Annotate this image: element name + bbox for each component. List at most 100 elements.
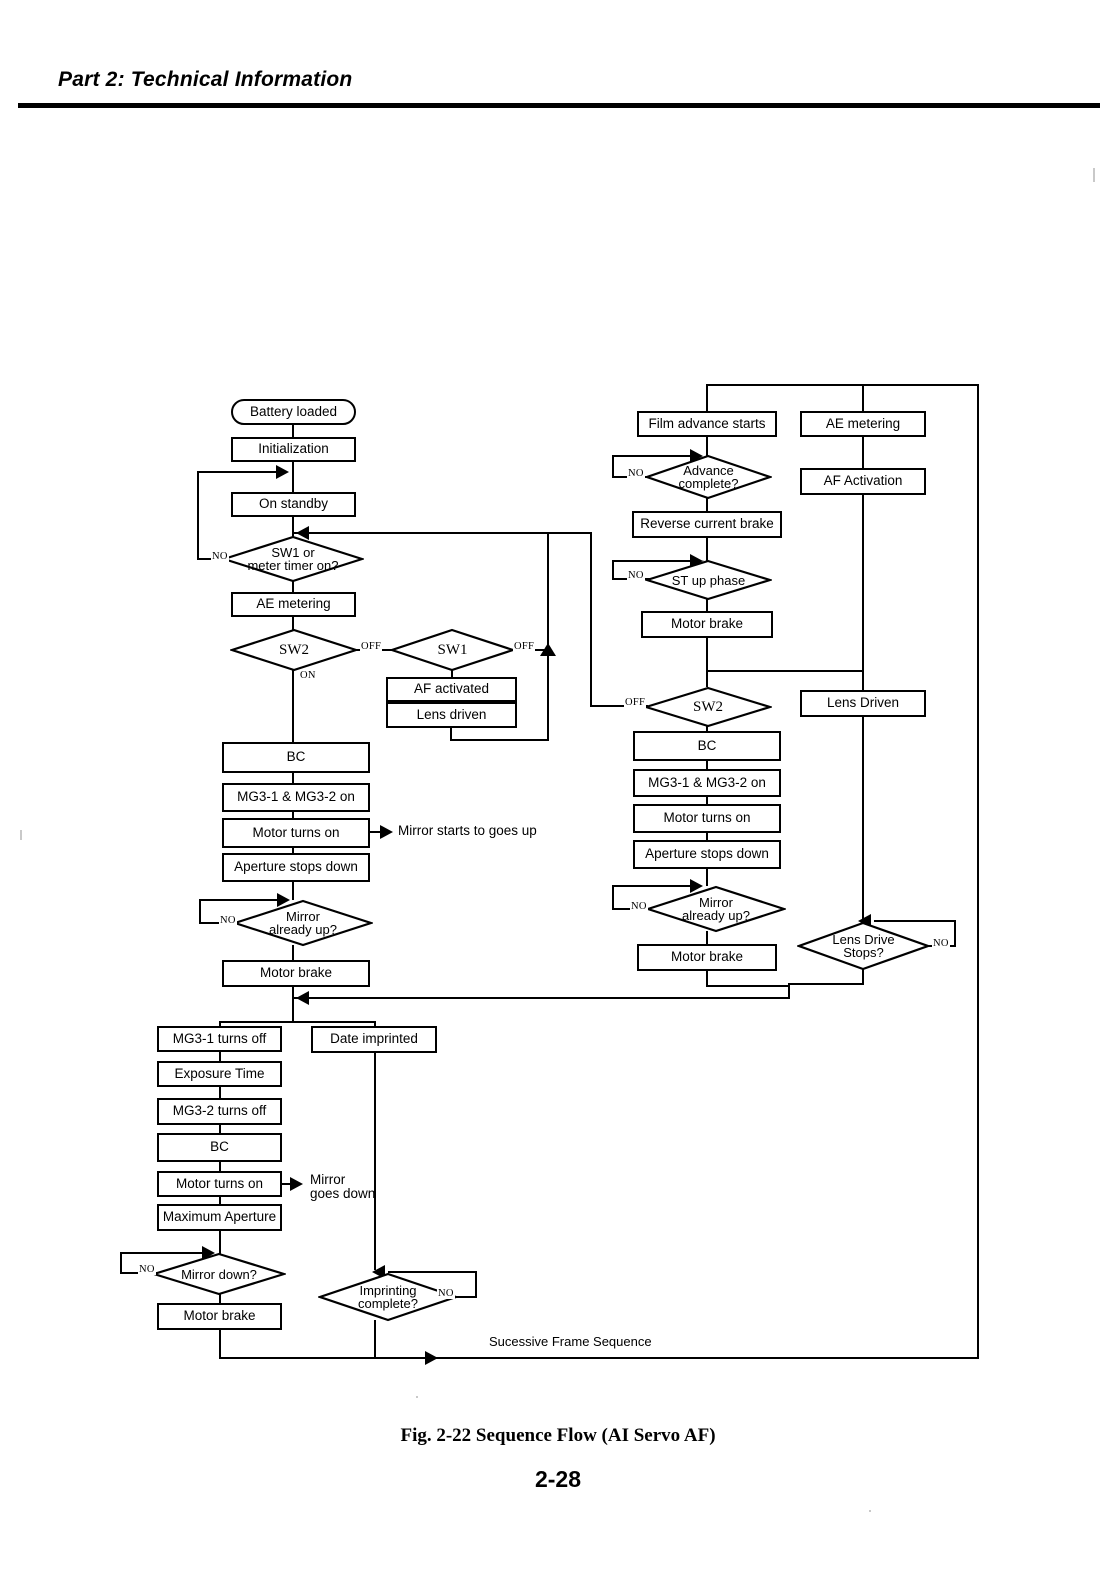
edge-sw1timer-to-ae	[292, 581, 294, 593]
node-label: Motor turns on	[663, 810, 751, 826]
edge-label-sw2-on: ON	[299, 670, 317, 681]
edge-imprinting-to-bottom-bus	[374, 1320, 376, 1358]
arrow-into-mirror-left	[277, 893, 290, 907]
edge-label-sw1-off: OFF	[513, 641, 536, 652]
edge-label-sw2-off: OFF	[360, 641, 383, 652]
node-af-activated: AF activated	[386, 677, 517, 702]
node-label: Exposure Time	[174, 1065, 265, 1081]
edge-brake-bottom-down	[219, 1330, 221, 1358]
node-label: MG3-2 turns off	[172, 1103, 267, 1119]
edge-mg32-to-bc-bottom	[219, 1125, 221, 1134]
edge-label-no-mirror-right: NO	[630, 901, 648, 912]
node-label: MG3-1 turns off	[172, 1030, 267, 1046]
node-bc-bottom: BC	[157, 1133, 282, 1162]
annotation-successive-frame-sequence: Sucessive Frame Sequence	[485, 1334, 656, 1349]
annotation-mirror-starts-up: Mirror starts to goes up	[398, 823, 537, 838]
decision-st-up-phase: ST up phase	[645, 559, 772, 601]
edge-mirror-to-brake-right	[706, 931, 708, 945]
edge-brake-right-join-return	[788, 985, 790, 999]
node-label: AF activated	[413, 681, 490, 697]
edge-sw2-right-off-up	[590, 532, 592, 707]
loop-lensdrive-top	[874, 920, 956, 922]
scan-speckle	[869, 1510, 871, 1512]
edge-lensdriven-right	[450, 739, 549, 741]
edge-bc-to-mg-right	[706, 761, 708, 769]
arrow-left-return-bottom	[296, 991, 309, 1005]
scan-speckle	[20, 830, 22, 840]
diamond-shape	[797, 921, 930, 971]
node-film-advance-starts: Film advance starts	[637, 411, 777, 437]
node-label: Aperture stops down	[645, 846, 769, 862]
node-label: AF Activation	[823, 473, 903, 489]
annotation-line1: Mirror	[310, 1172, 346, 1187]
diamond-shape	[390, 628, 515, 672]
scan-speckle	[416, 1396, 418, 1398]
node-bc-right: BC	[633, 731, 781, 761]
node-lens-driven-left: Lens driven	[386, 702, 517, 728]
diamond-shape	[646, 885, 786, 933]
edge-label-no-mirror-down: NO	[138, 1264, 156, 1275]
loop-stup-top	[612, 560, 694, 562]
node-label: Motor brake	[670, 949, 744, 965]
diamond-shape	[152, 1252, 286, 1296]
node-label: BC	[286, 749, 306, 765]
bottom-split-bus	[219, 1021, 376, 1023]
return-bus-horizontal	[292, 532, 592, 534]
edge-brake-left-down	[292, 987, 294, 1023]
annotation-line-mirror-down	[282, 1183, 292, 1185]
loop-standby-vertical	[197, 471, 199, 560]
scan-speckle	[1093, 168, 1095, 182]
return-line-to-left-column	[292, 997, 789, 999]
edge-aperture-to-mirror-left	[292, 882, 294, 900]
loop-imprinting-vertical	[475, 1271, 477, 1298]
node-motor-brake-right-top: Motor brake	[641, 611, 773, 638]
edge-lensdriven-down	[450, 728, 452, 741]
node-bc-left: BC	[222, 742, 370, 773]
decision-mirror-already-up-left: Mirror already up?	[233, 899, 373, 947]
node-motor-on-right: Motor turns on	[633, 804, 781, 833]
diamond-shape	[230, 628, 358, 672]
node-motor-brake-left: Motor brake	[222, 960, 370, 987]
loop-standby-top	[197, 471, 280, 473]
node-lens-driven-right: Lens Driven	[800, 690, 926, 717]
node-label: BC	[697, 737, 717, 753]
node-label: Maximum Aperture	[162, 1209, 277, 1225]
node-motor-brake-right: Motor brake	[637, 944, 777, 971]
node-initialization: Initialization	[231, 437, 356, 462]
edge-mg-to-motor-left	[292, 812, 294, 818]
loop-mirrordown-vertical	[120, 1252, 122, 1274]
edge-ae-to-sw2-left	[292, 617, 294, 630]
diamond-shape	[233, 899, 373, 947]
node-label: AE metering	[825, 415, 901, 431]
loop-lensdrive-vertical	[954, 920, 956, 947]
edge-sw2-right-off-left	[590, 705, 648, 707]
node-label: Aperture stops down	[234, 859, 358, 875]
top-bus-to-film-advance	[706, 384, 708, 412]
node-label: Lens Driven	[826, 695, 900, 711]
node-label: MG3-1 & MG3-2 on	[648, 774, 766, 790]
edge-label-no-standby: NO	[211, 551, 229, 562]
top-bus-horizontal	[706, 384, 979, 386]
edge-motor-to-aperture-right	[706, 833, 708, 840]
decision-sw2-right: SW2	[644, 686, 772, 728]
node-label: BC	[210, 1139, 229, 1155]
node-motor-brake-bottom: Motor brake	[157, 1303, 282, 1330]
arrow-into-standby	[276, 465, 289, 479]
decision-advance-complete: Advance complete?	[645, 454, 772, 500]
annotation-mirror-goes-down: Mirror goes down	[310, 1172, 375, 1201]
node-mg32-turns-off: MG3-2 turns off	[157, 1098, 282, 1125]
node-label: Motor brake	[259, 965, 333, 981]
edge-label-sw2-right-off: OFF	[624, 697, 647, 708]
node-label: Motor brake	[670, 616, 744, 632]
arrow-into-mirror-right	[690, 879, 703, 893]
arrow-annotation-mirror-up	[380, 825, 393, 839]
page-number: 2-28	[534, 1466, 582, 1492]
decision-sw1-or-meter-timer: SW1 or meter timer on?	[222, 535, 364, 583]
node-mg31-turns-off: MG3-1 turns off	[157, 1026, 282, 1052]
node-label: Initialization	[258, 441, 329, 457]
node-date-imprinted: Date imprinted	[311, 1026, 437, 1053]
edge-label-no-advance: NO	[627, 468, 645, 479]
edge-mirrordown-to-brake	[219, 1294, 221, 1304]
node-label: AE metering	[256, 596, 331, 612]
